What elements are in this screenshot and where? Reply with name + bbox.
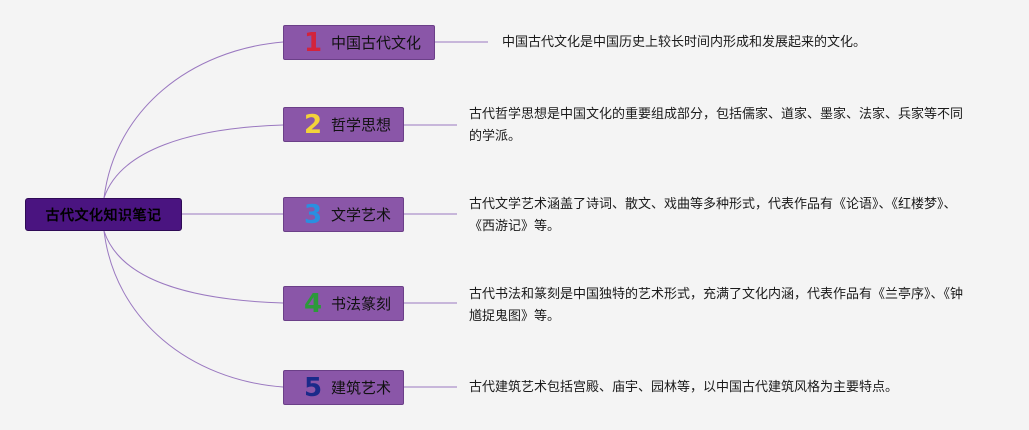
connector-root-branch-4 xyxy=(103,230,284,304)
root-node[interactable]: 古代文化知识笔记 xyxy=(25,198,182,231)
branch-number-2: 2 xyxy=(303,109,323,140)
branch-number-3: 3 xyxy=(303,199,323,230)
root-node-label: 古代文化知识笔记 xyxy=(45,207,162,224)
branch-description-4: 古代书法和篆刻是中国独特的艺术形式，充满了文化内涵，代表作品有《兰亭序》、《钟馗… xyxy=(469,287,964,324)
branch-number-4: 4 xyxy=(303,288,323,319)
branch-label-2: 哲学思想 xyxy=(331,116,392,134)
branch-label-4: 书法篆刻 xyxy=(331,295,392,313)
branch-description-5: 古代建筑艺术包括宫殿、庙宇、园林等，以中国古代建筑风格为主要特点。 xyxy=(469,380,899,395)
branch-node-1[interactable]: 1 中国古代文化 xyxy=(283,25,435,60)
branch-node-5[interactable]: 5 建筑艺术 xyxy=(283,370,404,405)
connector-root-branch-1 xyxy=(103,41,284,199)
branch-label-5: 建筑艺术 xyxy=(331,379,392,397)
branch-description-1: 中国古代文化是中国历史上较长时间内形成和发展起来的文化。 xyxy=(502,35,867,50)
connector-root-branch-2 xyxy=(103,124,284,199)
branch-label-1: 中国古代文化 xyxy=(331,34,422,52)
branch-number-5: 5 xyxy=(303,372,323,403)
branch-description-2: 古代哲学思想是中国文化的重要组成部分，包括儒家、道家、墨家、法家、兵家等不同的学… xyxy=(469,107,964,144)
branch-node-4[interactable]: 4 书法篆刻 xyxy=(283,286,404,321)
branch-number-1: 1 xyxy=(303,27,323,58)
connector-root-branch-5 xyxy=(103,230,284,388)
branch-description-3: 古代文学艺术涵盖了诗词、散文、戏曲等多种形式，代表作品有《论语》、《红楼梦》、《… xyxy=(469,197,957,234)
branch-label-3: 文学艺术 xyxy=(331,206,392,224)
branch-node-2[interactable]: 2 哲学思想 xyxy=(283,107,404,142)
branch-node-3[interactable]: 3 文学艺术 xyxy=(283,197,404,232)
